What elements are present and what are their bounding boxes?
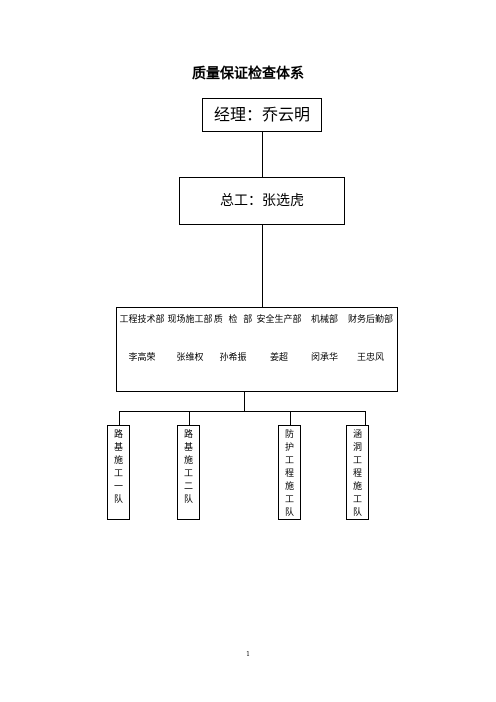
team-label: 路基施工二队 bbox=[183, 430, 193, 505]
team-box: 防护工程施工队 bbox=[278, 425, 301, 520]
department-person: 孙希振 bbox=[219, 353, 247, 363]
department-name: 质 检 部 bbox=[213, 315, 253, 325]
connector-team-bus bbox=[119, 411, 366, 412]
connector-team-2 bbox=[189, 411, 190, 425]
departments-box: 工程技术部 李高荣 现场施工部 张维权 质 检 部 孙希振 安全生产部 姜超 机… bbox=[116, 307, 398, 392]
department-person: 王忠风 bbox=[356, 353, 384, 363]
connector-team-3 bbox=[290, 411, 291, 425]
chief-engineer-label: 总工：张选虎 bbox=[220, 193, 304, 209]
department-cell: 质 检 部 孙希振 bbox=[213, 308, 253, 391]
team-box: 路基施工二队 bbox=[177, 425, 200, 520]
team-label: 涵洞工程施工队 bbox=[352, 430, 362, 518]
team-box: 路基施工一队 bbox=[107, 425, 130, 520]
department-cell: 工程技术部 李高荣 bbox=[117, 308, 167, 391]
department-person: 闵承华 bbox=[310, 353, 338, 363]
department-name: 财务后勤部 bbox=[347, 315, 393, 325]
department-cell: 机械部 闵承华 bbox=[305, 308, 344, 391]
connector-departments-teams bbox=[244, 392, 245, 411]
department-person: 张维权 bbox=[176, 353, 204, 363]
connector-team-4 bbox=[365, 411, 366, 425]
department-name: 现场施工部 bbox=[167, 315, 213, 325]
department-name: 安全生产部 bbox=[256, 315, 302, 325]
connector-team-1 bbox=[119, 411, 120, 425]
department-person: 姜超 bbox=[269, 353, 288, 363]
department-cell: 财务后勤部 王忠风 bbox=[344, 308, 397, 391]
connector-chief-departments bbox=[262, 225, 263, 307]
team-label: 路基施工一队 bbox=[113, 430, 123, 505]
department-person: 李高荣 bbox=[128, 353, 156, 363]
manager-label: 经理：乔云明 bbox=[213, 105, 310, 124]
team-label: 防护工程施工队 bbox=[284, 430, 294, 518]
page-number: 1 bbox=[246, 651, 250, 658]
department-name: 机械部 bbox=[310, 315, 338, 325]
department-cell: 安全生产部 姜超 bbox=[253, 308, 305, 391]
manager-box: 经理：乔云明 bbox=[202, 98, 322, 132]
page-title: 质量保证检查体系 bbox=[192, 66, 304, 82]
chief-engineer-box: 总工：张选虎 bbox=[179, 177, 345, 225]
connector-manager-chief bbox=[262, 132, 263, 177]
department-name: 工程技术部 bbox=[119, 315, 165, 325]
team-box: 涵洞工程施工队 bbox=[346, 425, 369, 520]
department-cell: 现场施工部 张维权 bbox=[167, 308, 213, 391]
